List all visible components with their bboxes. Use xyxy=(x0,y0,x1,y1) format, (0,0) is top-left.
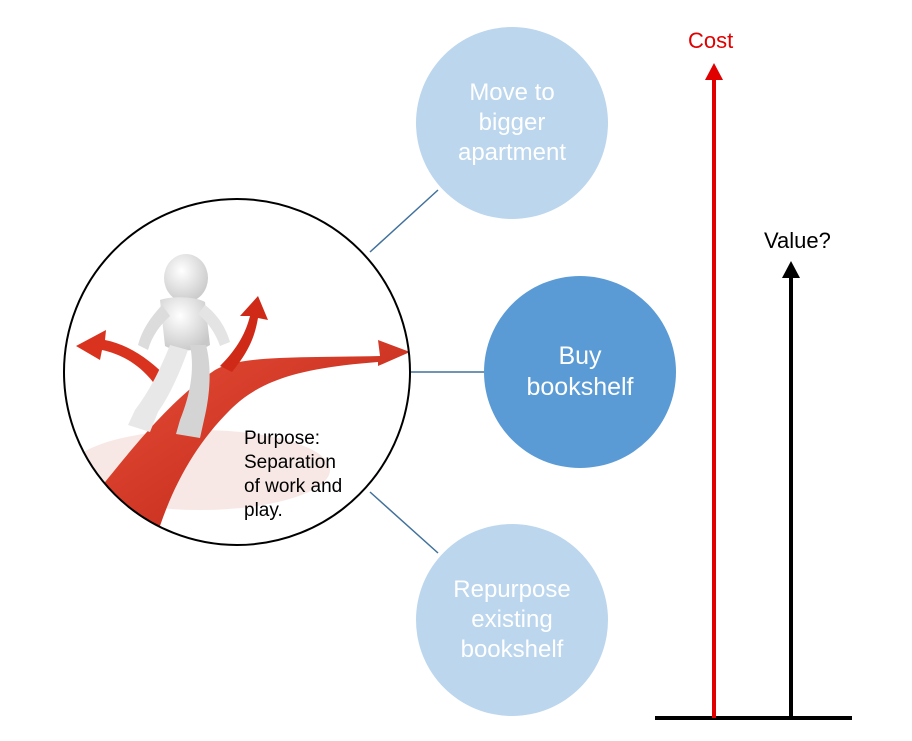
connector-top xyxy=(369,189,439,253)
connector-bottom xyxy=(369,491,439,554)
option-circle-buy-bookshelf xyxy=(484,276,676,468)
cost-label: Cost xyxy=(688,28,734,53)
cost-arrow-head xyxy=(705,63,723,80)
option-label-bigger-apartment: Move to bigger apartment xyxy=(457,79,567,166)
decision-crossroads-illustration xyxy=(63,198,411,546)
option-label-repurpose-bookshelf: Repurpose existing bookshelf xyxy=(453,576,571,663)
value-label: Value? xyxy=(764,228,831,253)
option-circle-repurpose-bookshelf xyxy=(416,524,608,716)
option-circle-bigger-apartment xyxy=(416,27,608,219)
value-arrow-head xyxy=(782,261,800,278)
purpose-text: Purpose: Separation of work and play. xyxy=(244,428,343,521)
option-label-buy-bookshelf: Buy bookshelf xyxy=(526,341,634,401)
